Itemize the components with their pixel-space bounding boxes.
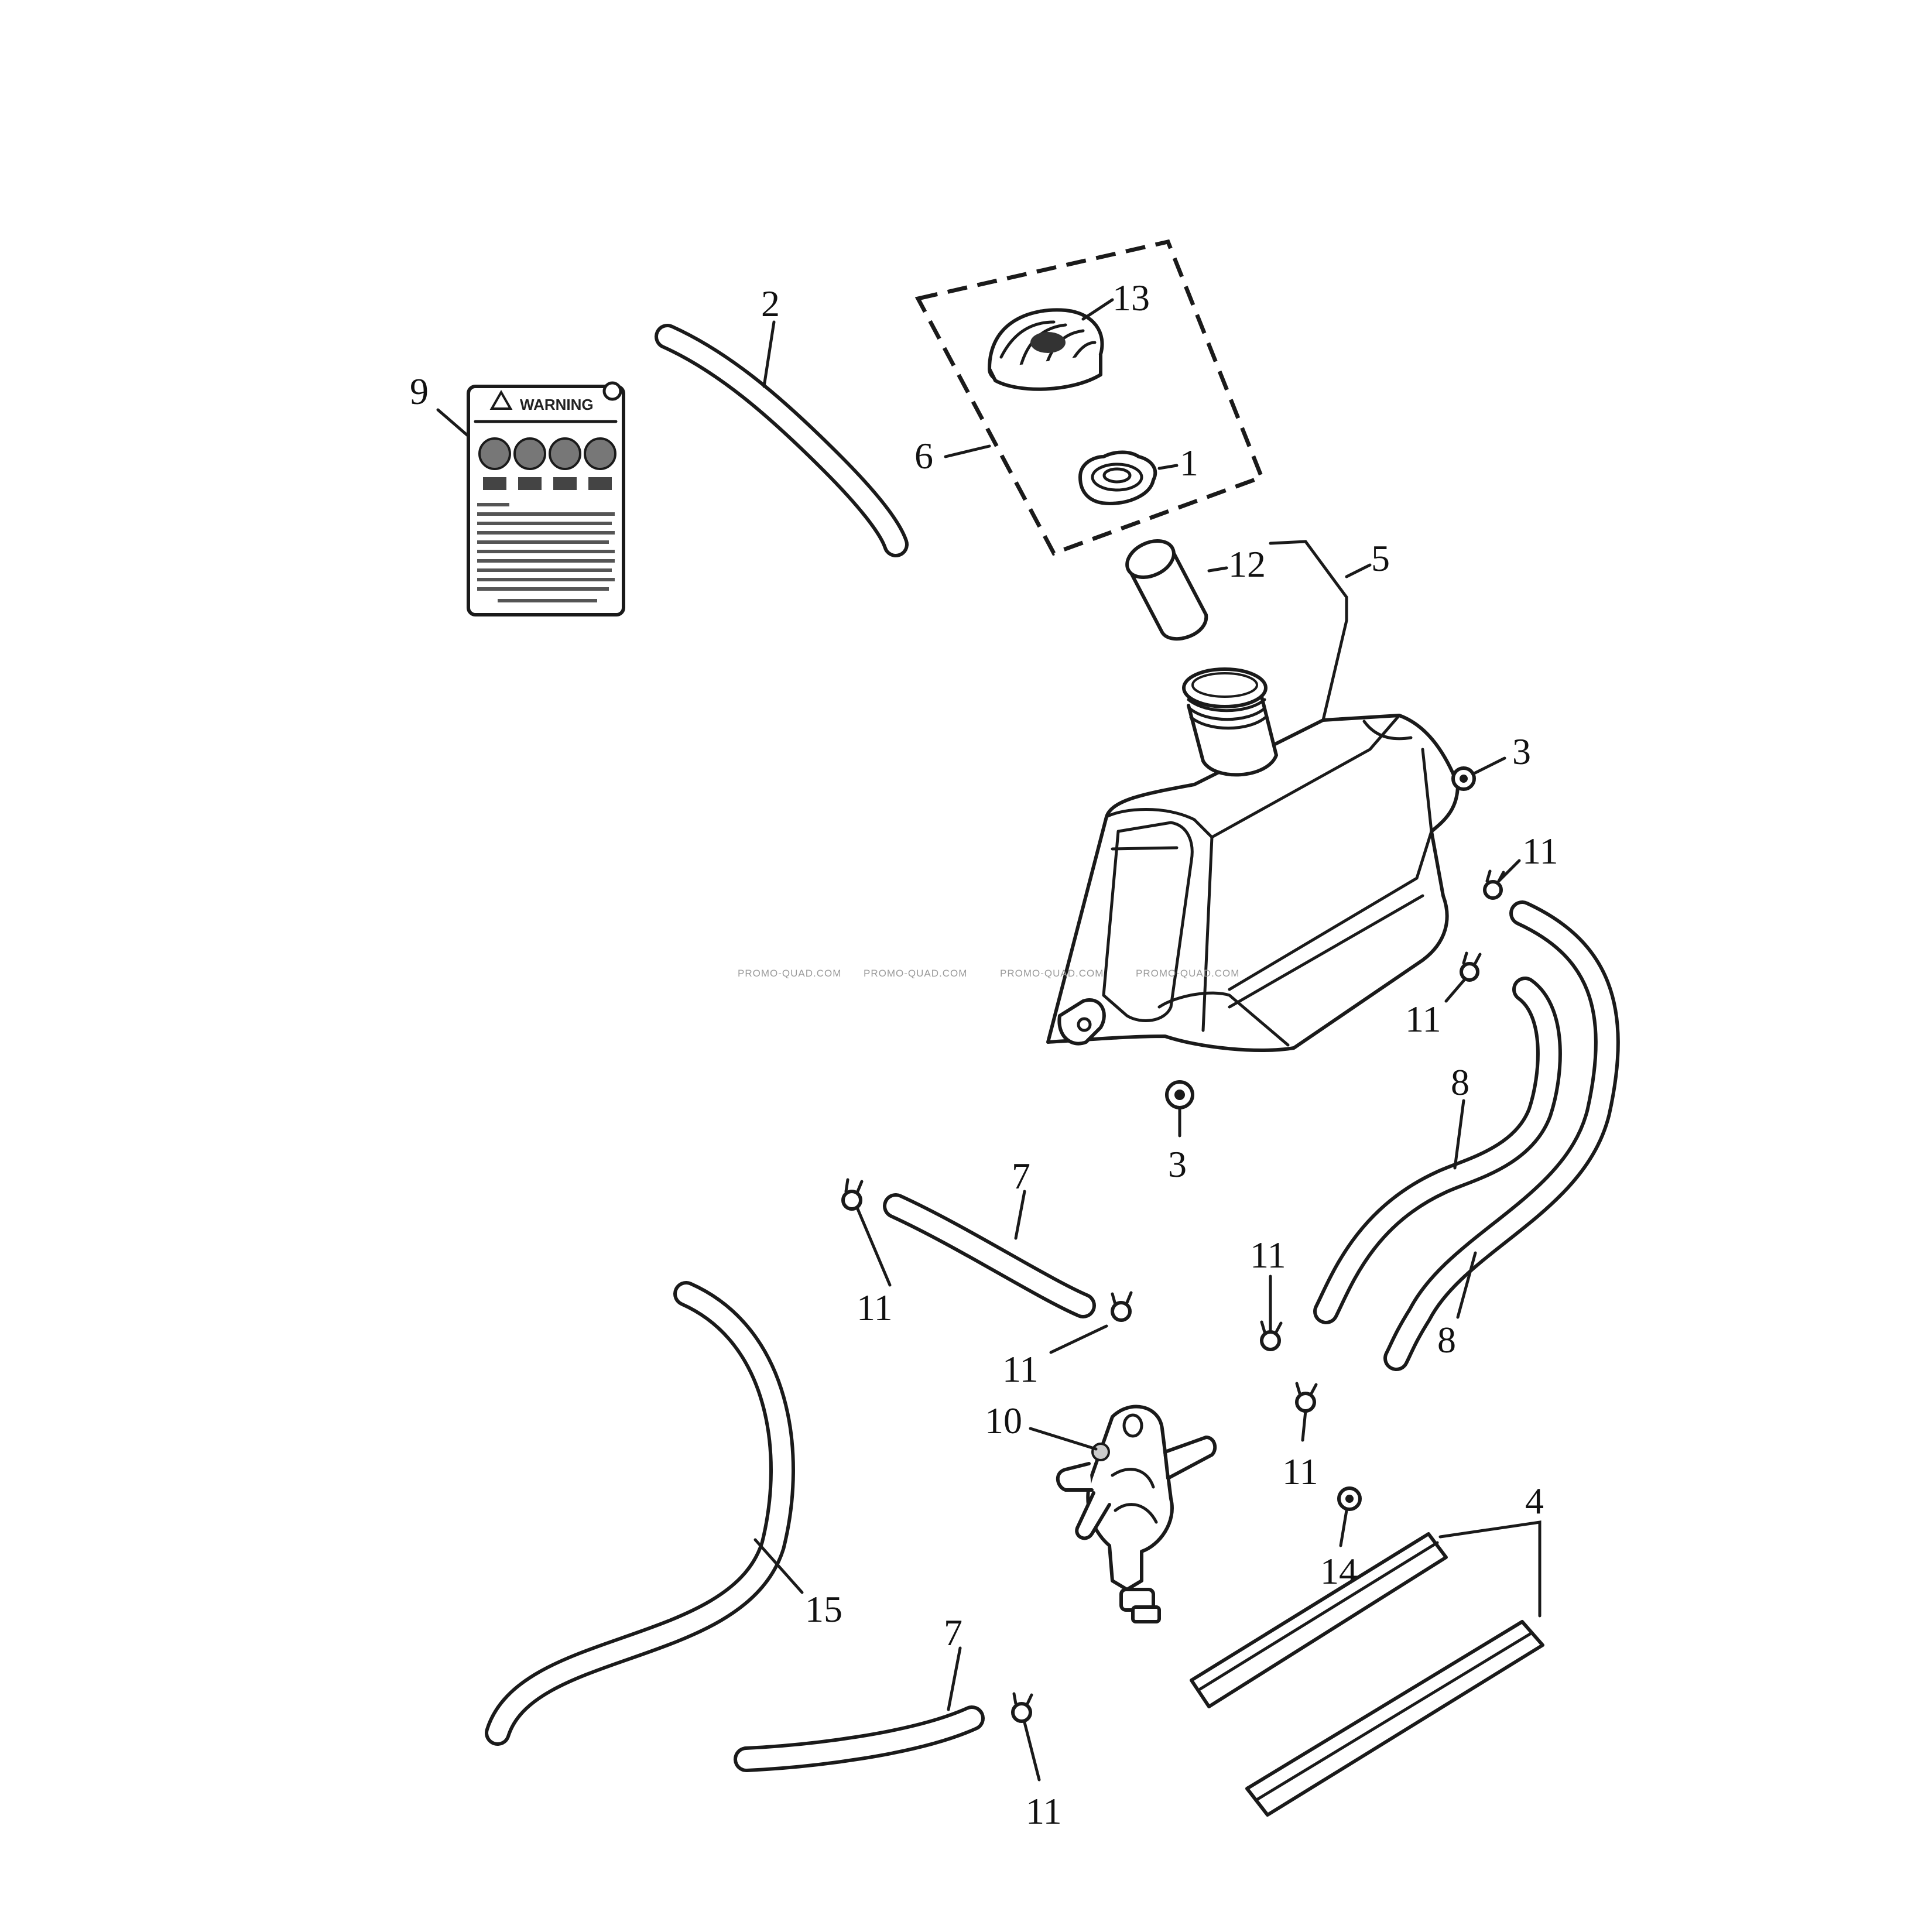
leader-1	[1157, 464, 1179, 470]
breather-hose	[655, 324, 909, 557]
leader-2	[762, 320, 776, 388]
callout-15: 15	[805, 1588, 842, 1630]
leader-11f	[1301, 1409, 1307, 1442]
leader-11c	[856, 1207, 892, 1287]
callout-11f: 11	[1282, 1451, 1318, 1492]
callout-7b: 7	[944, 1612, 962, 1653]
valve-grommet	[1337, 1486, 1362, 1511]
long-hose	[485, 1281, 795, 1746]
cap-gasket	[1078, 450, 1157, 505]
callout-12: 12	[1228, 543, 1266, 585]
warning-label-heading: WARNING	[520, 396, 594, 413]
leader-15	[753, 1538, 804, 1594]
leader-12	[1207, 566, 1228, 573]
watermark-2: PROMO-QUAD.COM	[864, 968, 967, 979]
fuel-hose-pair	[1313, 900, 1620, 1371]
leader-4	[1438, 1520, 1542, 1618]
fuel-cap	[988, 308, 1104, 391]
callout-11b: 11	[1405, 998, 1441, 1040]
callout-4: 4	[1525, 1480, 1544, 1522]
watermark-1: PROMO-QUAD.COM	[738, 968, 841, 979]
fuel-tank	[1046, 667, 1460, 1052]
callout-8b: 8	[1437, 1319, 1456, 1361]
callout-5: 5	[1371, 537, 1390, 579]
hose-clip-7	[1011, 1692, 1033, 1723]
leader-10	[1029, 1427, 1098, 1451]
filler-strainer	[1125, 539, 1208, 641]
callout-10: 10	[985, 1400, 1022, 1441]
callout-11c: 11	[857, 1287, 893, 1328]
cap-assembly-outline	[914, 239, 1265, 556]
fuel-valve	[1056, 1405, 1217, 1623]
leader-11b	[1444, 979, 1465, 1003]
leader-11d	[1049, 1324, 1108, 1354]
callout-11e: 11	[1250, 1234, 1286, 1276]
leader-3a	[1474, 756, 1506, 775]
hose-clip-2	[1460, 951, 1482, 982]
callout-8a: 8	[1451, 1061, 1469, 1103]
callout-3b: 3	[1168, 1143, 1187, 1185]
callout-13: 13	[1112, 277, 1150, 318]
callout-9: 9	[410, 371, 429, 412]
leader-5b	[1269, 540, 1307, 545]
leader-8a	[1453, 1099, 1465, 1170]
foam-strip-upper	[1190, 1532, 1448, 1708]
leader-14	[1339, 1509, 1348, 1547]
hose-clip-6	[1295, 1382, 1318, 1413]
watermark-4: PROMO-QUAD.COM	[1136, 968, 1239, 979]
foam-strip-lower	[1245, 1620, 1544, 1817]
grommet-upper	[1451, 766, 1476, 791]
callout-1: 1	[1180, 442, 1198, 484]
warning-label: WARNING	[467, 381, 625, 616]
short-hose-upper	[883, 1193, 1096, 1318]
hose-clip-3	[841, 1178, 864, 1211]
leader-13	[1081, 298, 1114, 321]
leader-5c	[1345, 563, 1372, 578]
leader-8b	[1456, 1251, 1477, 1319]
callout-6: 6	[914, 435, 933, 477]
leader-6	[944, 444, 991, 458]
leader-11g	[1023, 1721, 1041, 1782]
leader-7a	[1014, 1190, 1026, 1240]
grommet-lower	[1165, 1080, 1194, 1109]
leader-7b	[947, 1646, 962, 1711]
short-hose-lower	[734, 1705, 985, 1772]
watermark: PROMO-QUAD.COM PROMO-QUAD.COM PROMO-QUAD…	[738, 968, 1239, 979]
callout-3a: 3	[1512, 731, 1531, 772]
leader-9	[436, 408, 470, 438]
callout-11d: 11	[1002, 1348, 1039, 1390]
callout-2: 2	[761, 283, 780, 324]
watermark-3: PROMO-QUAD.COM	[1000, 968, 1104, 979]
hose-clip-1	[1483, 869, 1505, 900]
leader-11a	[1497, 859, 1521, 883]
callout-7a: 7	[1012, 1155, 1030, 1197]
callout-11g: 11	[1026, 1790, 1062, 1832]
leader-5	[1304, 540, 1348, 722]
callout-11a: 11	[1522, 830, 1558, 872]
hose-clip-4	[1111, 1291, 1133, 1322]
